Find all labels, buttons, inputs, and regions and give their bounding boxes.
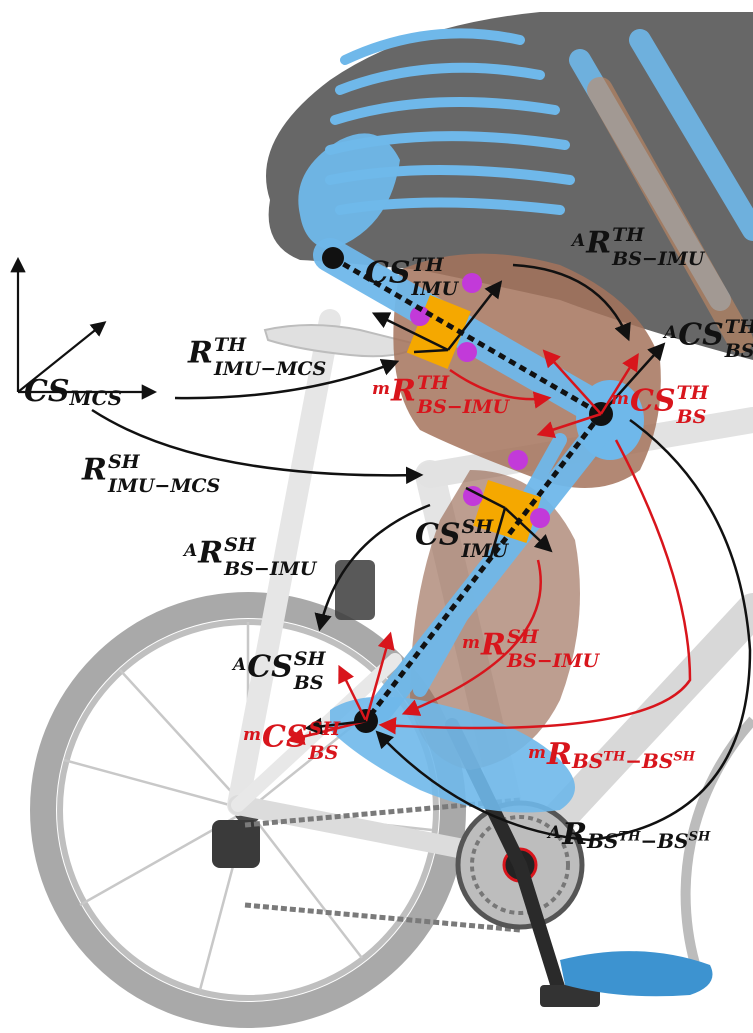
rear-derailleur: [212, 820, 260, 868]
label-a-cs-bs-thigh: ACSTHBS: [664, 320, 753, 360]
mcs-global-axes: [18, 260, 154, 392]
label-cs-mcs: CSMCS: [24, 377, 122, 408]
rear-brake: [335, 560, 375, 620]
label-a-r-bsth-bssh: ARBSTH−BSSH: [548, 820, 710, 851]
label-m-r-bsth-bssh: mRBSTH−BSSH: [528, 740, 695, 771]
hip-joint-marker: [322, 247, 344, 269]
